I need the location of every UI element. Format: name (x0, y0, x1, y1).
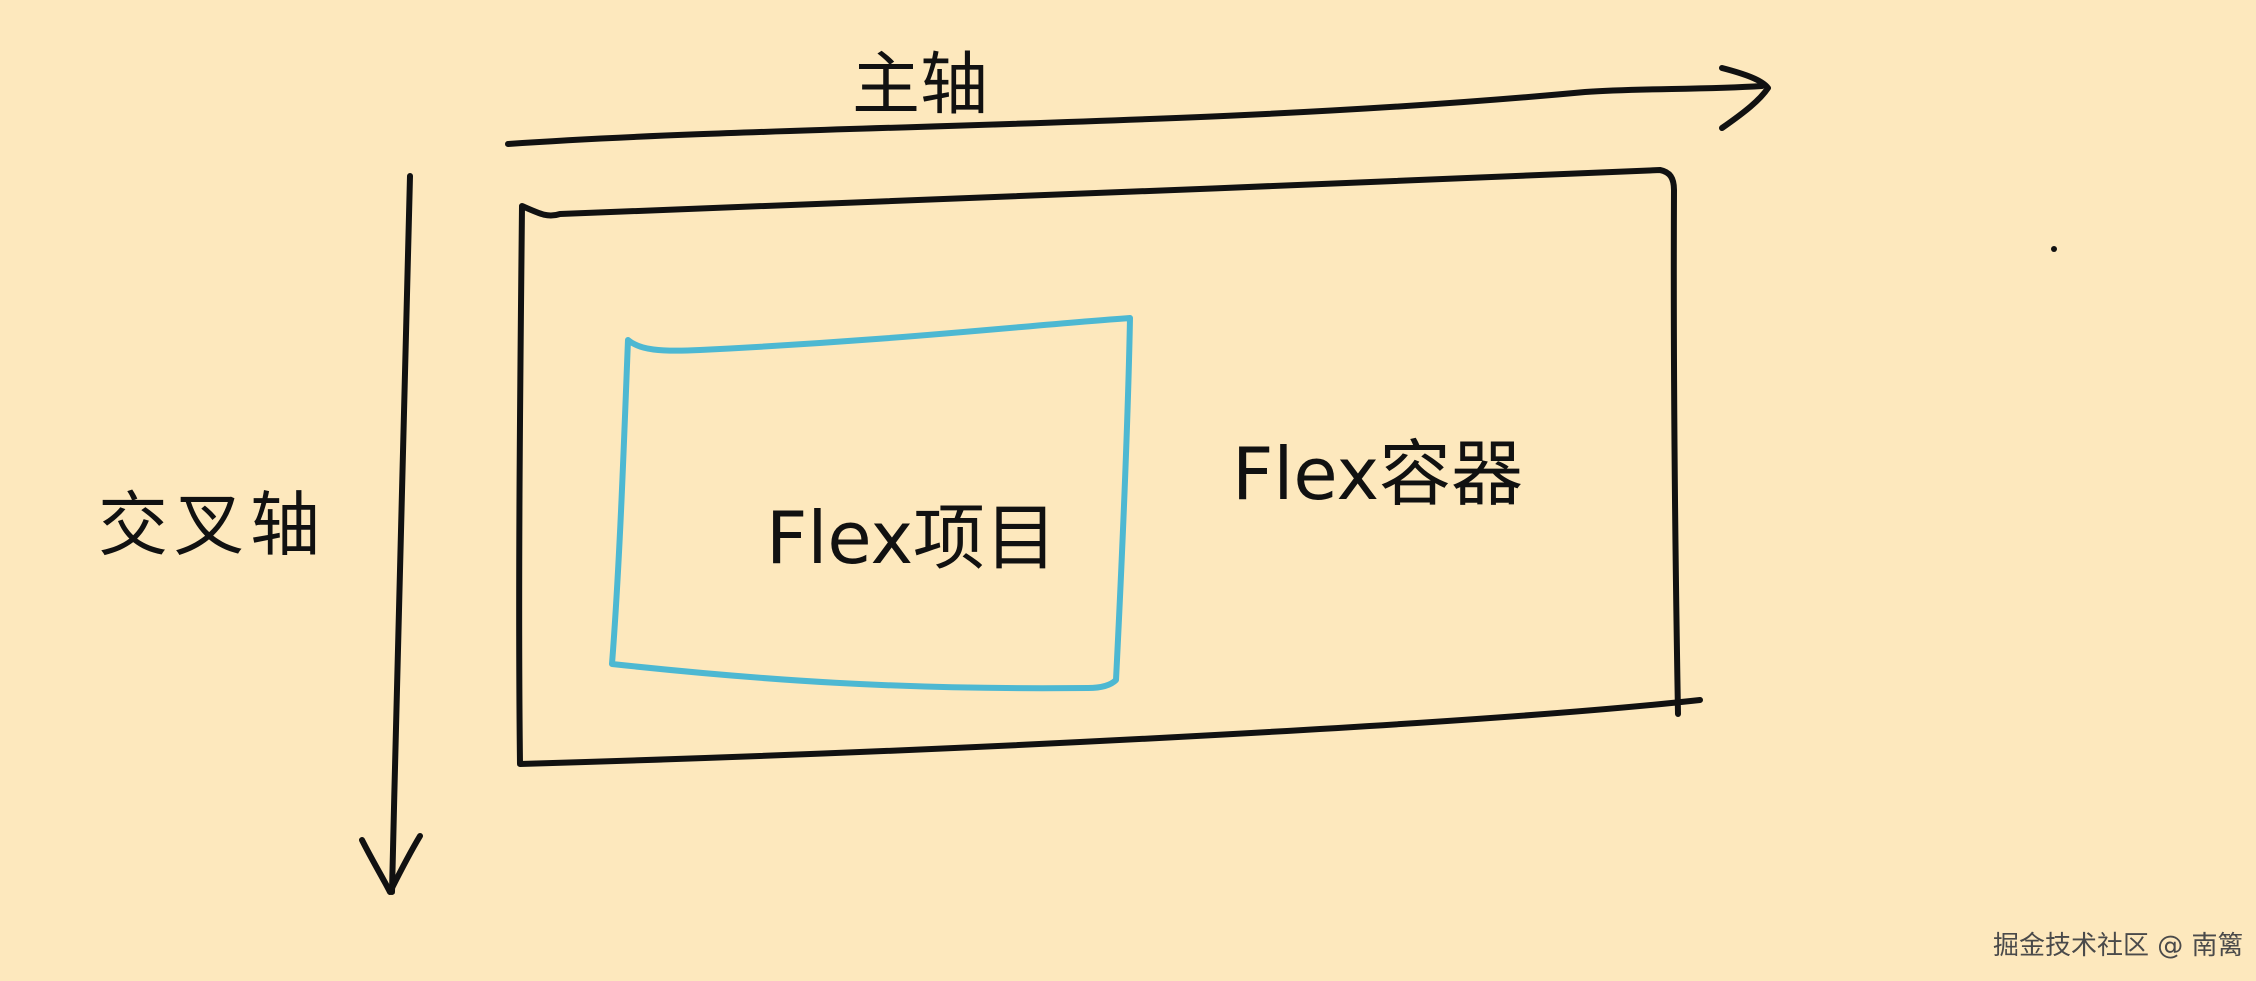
flex-item-label: Flex项目 (766, 496, 1058, 580)
cross-axis-arrowhead (359, 833, 423, 895)
main-axis-label: 主轴 (852, 46, 989, 125)
flex-container-box (516, 167, 1703, 767)
cross-axis-arrow (359, 173, 423, 895)
main-axis-arrowhead (1719, 65, 1771, 131)
main-axis-arrow (505, 65, 1771, 147)
cross-axis-line (389, 173, 413, 895)
flex-container-label: Flex容器 (1232, 432, 1524, 516)
watermark: 掘金技术社区 @ 南篱 (1993, 931, 2244, 961)
main-axis-line (505, 83, 1765, 147)
stray-dot (2051, 246, 2057, 252)
flex-item-box (609, 315, 1133, 692)
cross-axis-label: 交叉轴 (98, 484, 326, 566)
